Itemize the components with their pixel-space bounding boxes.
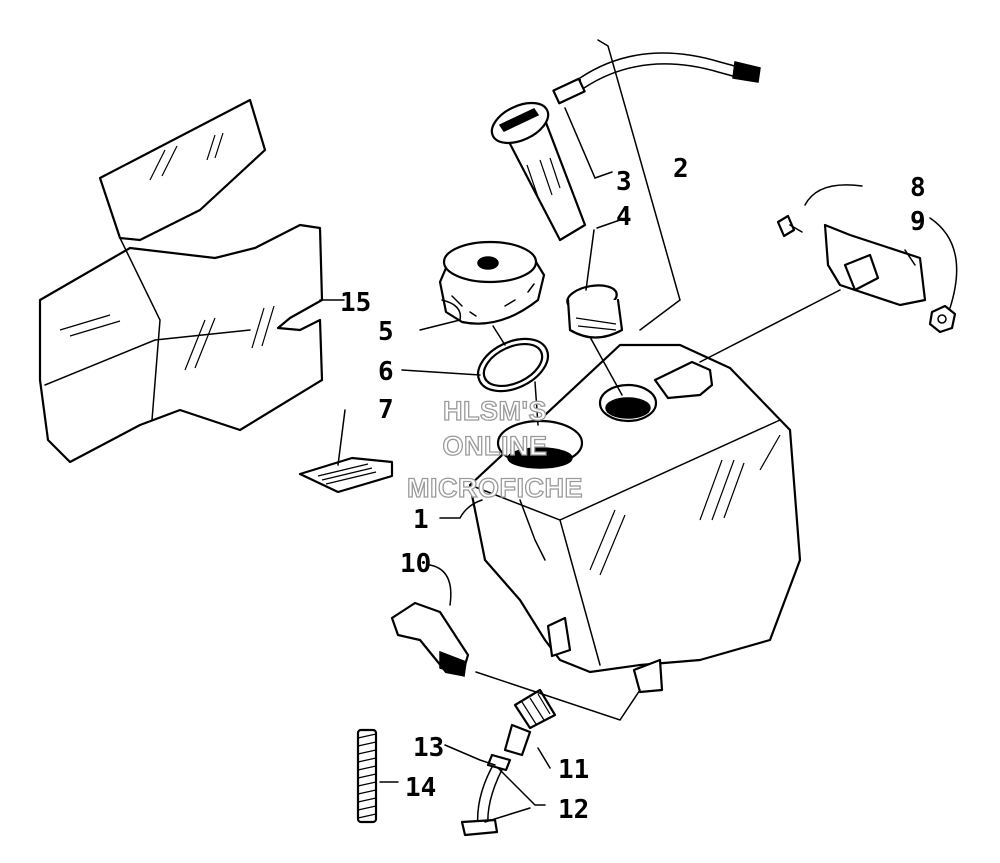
bolt-part[interactable] xyxy=(776,214,803,238)
hose-part[interactable] xyxy=(552,52,761,105)
grommet-part[interactable] xyxy=(565,282,624,339)
mounting-bracket xyxy=(823,223,927,307)
callout-6[interactable]: 6 xyxy=(378,357,394,387)
callout-5[interactable]: 5 xyxy=(378,317,394,347)
hose-clamp-part[interactable] xyxy=(390,601,470,677)
callout-1[interactable]: 1 xyxy=(413,505,429,535)
callout-8[interactable]: 8 xyxy=(910,173,926,203)
callout-14[interactable]: 14 xyxy=(405,773,436,803)
callout-2[interactable]: 2 xyxy=(673,154,689,184)
callout-10[interactable]: 10 xyxy=(400,549,431,579)
nut-part[interactable] xyxy=(928,304,957,334)
callout-7[interactable]: 7 xyxy=(378,395,394,425)
fuel-tank-part[interactable] xyxy=(468,343,802,694)
fuel-line-part[interactable] xyxy=(460,753,512,837)
callout-labels: 1 2 3 4 5 6 7 8 9 10 11 12 13 14 15 xyxy=(340,154,926,825)
fuel-fitting-part[interactable] xyxy=(503,688,557,757)
callout-11[interactable]: 11 xyxy=(558,755,589,785)
callout-12[interactable]: 12 xyxy=(558,795,589,825)
decal-part[interactable] xyxy=(298,456,394,494)
watermark: HLSM'S ONLINE MICROFICHE xyxy=(406,395,583,503)
watermark-line-2: ONLINE xyxy=(442,431,547,461)
sender-part[interactable] xyxy=(486,95,587,242)
callout-4[interactable]: 4 xyxy=(616,202,632,232)
gasket-part[interactable] xyxy=(470,329,557,402)
fuel-cap-part[interactable] xyxy=(438,240,546,325)
callout-9[interactable]: 9 xyxy=(910,207,926,237)
callout-13[interactable]: 13 xyxy=(413,733,444,763)
callout-3[interactable]: 3 xyxy=(616,167,632,197)
heat-shield-part[interactable] xyxy=(38,98,324,464)
watermark-line-3: MICROFICHE xyxy=(407,473,583,503)
assembly-lines xyxy=(319,39,958,823)
watermark-line-1: HLSM'S xyxy=(443,396,547,426)
spring-part[interactable] xyxy=(356,728,378,824)
callout-15[interactable]: 15 xyxy=(340,288,371,318)
